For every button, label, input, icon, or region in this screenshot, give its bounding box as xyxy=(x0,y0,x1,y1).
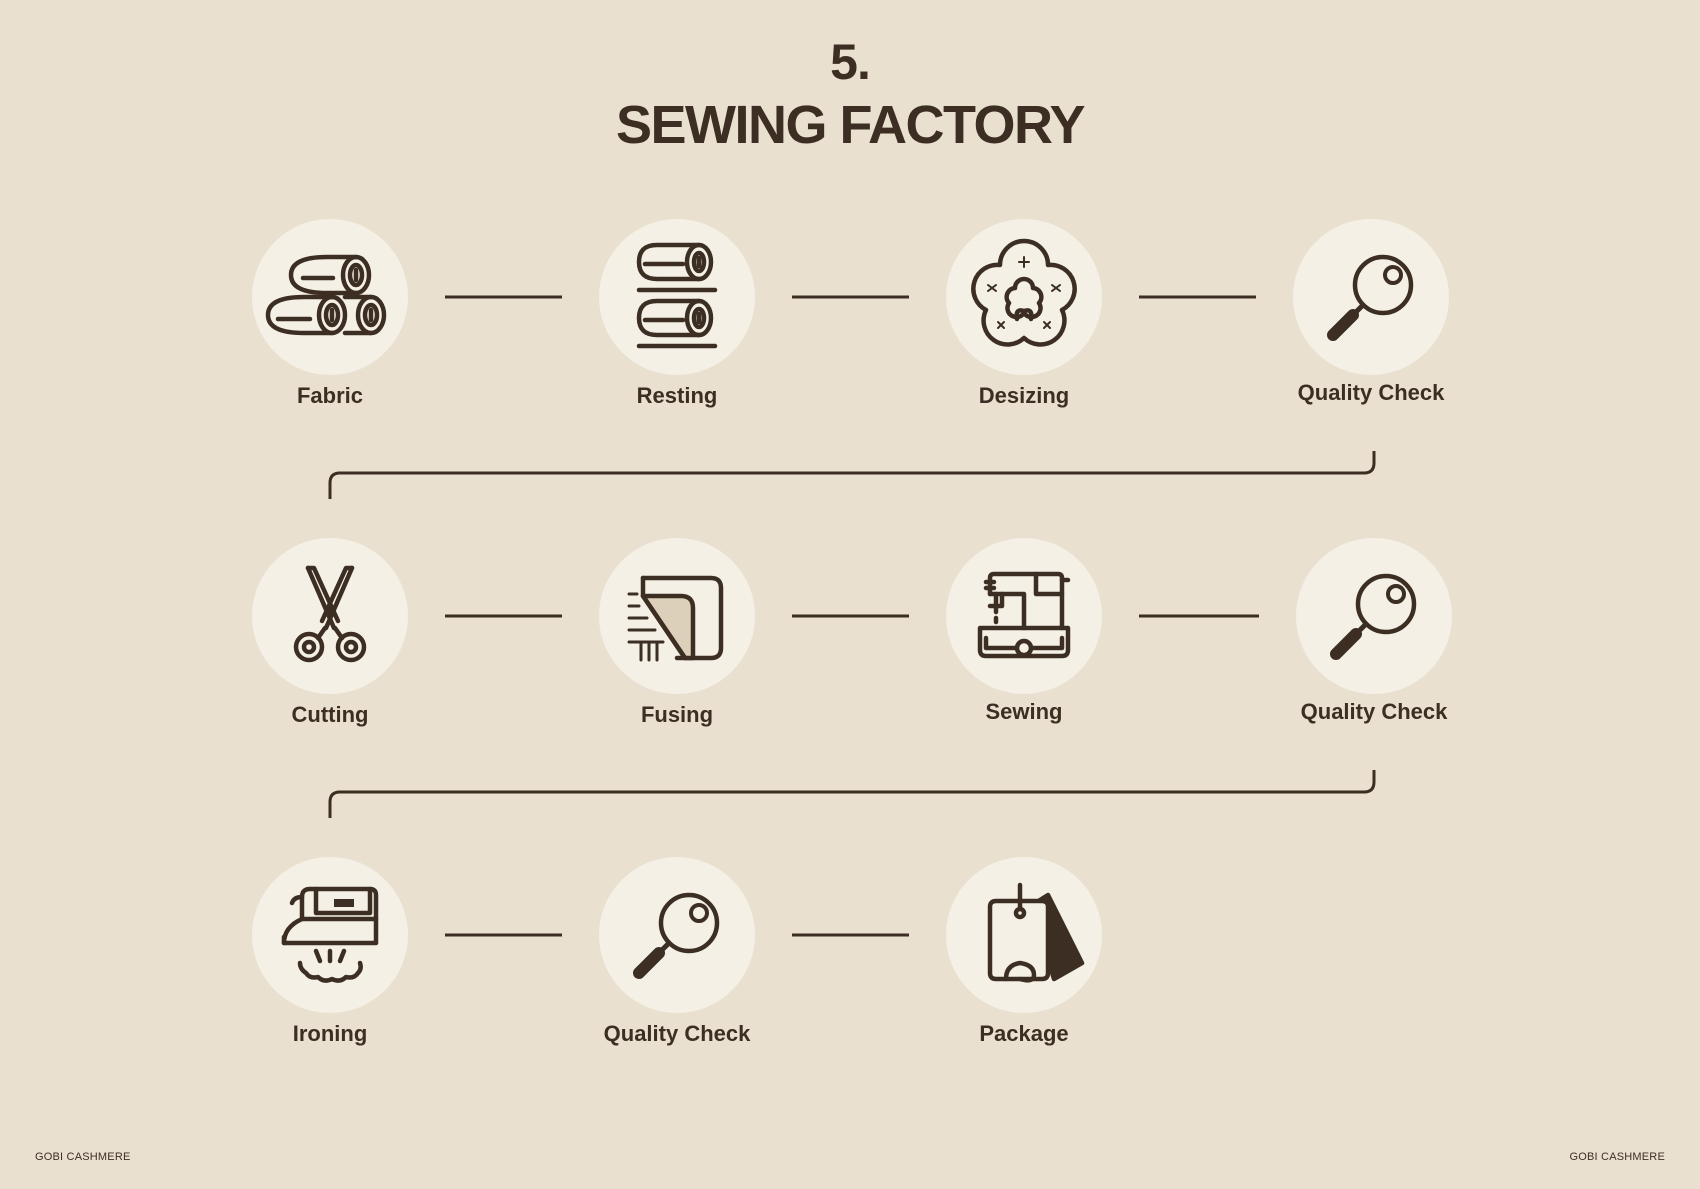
step-node xyxy=(946,219,1102,375)
step-node xyxy=(599,857,755,1013)
step-circle xyxy=(599,219,755,375)
step-label: Desizing xyxy=(978,383,1070,408)
step-node xyxy=(252,538,408,694)
step-label: Package xyxy=(979,1021,1069,1046)
step-node xyxy=(599,538,755,694)
step-node xyxy=(946,857,1102,1013)
row-connector-line xyxy=(328,451,1376,499)
step-circle xyxy=(599,857,755,1013)
step-node xyxy=(252,219,408,375)
footer-brand-right: GOBI CASHMERE xyxy=(1569,1151,1665,1163)
step-circle xyxy=(1293,219,1449,375)
page-title: 5. SEWING FACTORY xyxy=(0,30,1700,156)
step-node xyxy=(1293,219,1449,375)
step-label: Fusing xyxy=(640,702,714,727)
process-steps xyxy=(252,219,1452,1013)
connector-lines xyxy=(328,295,1376,937)
step-label: Ironing xyxy=(292,1021,368,1046)
step-label: Cutting xyxy=(291,702,369,727)
step-label: Quality Check xyxy=(1300,699,1448,724)
step-node xyxy=(252,857,408,1013)
step-label: Sewing xyxy=(985,699,1063,724)
step-node xyxy=(1296,538,1452,694)
row-connector-line xyxy=(328,770,1376,818)
title-number: 5. xyxy=(830,34,871,90)
step-node xyxy=(946,538,1102,694)
title-text: SEWING FACTORY xyxy=(615,95,1086,155)
step-node xyxy=(599,219,755,375)
step-label: Quality Check xyxy=(1297,380,1445,405)
step-label: Quality Check xyxy=(603,1021,751,1046)
step-circle xyxy=(1296,538,1452,694)
step-label: Fabric xyxy=(296,383,364,408)
step-circle xyxy=(946,219,1102,375)
footer-brand-left: GOBI CASHMERE xyxy=(35,1151,131,1163)
step-label: Resting xyxy=(636,383,718,408)
step-circle xyxy=(252,857,408,1013)
